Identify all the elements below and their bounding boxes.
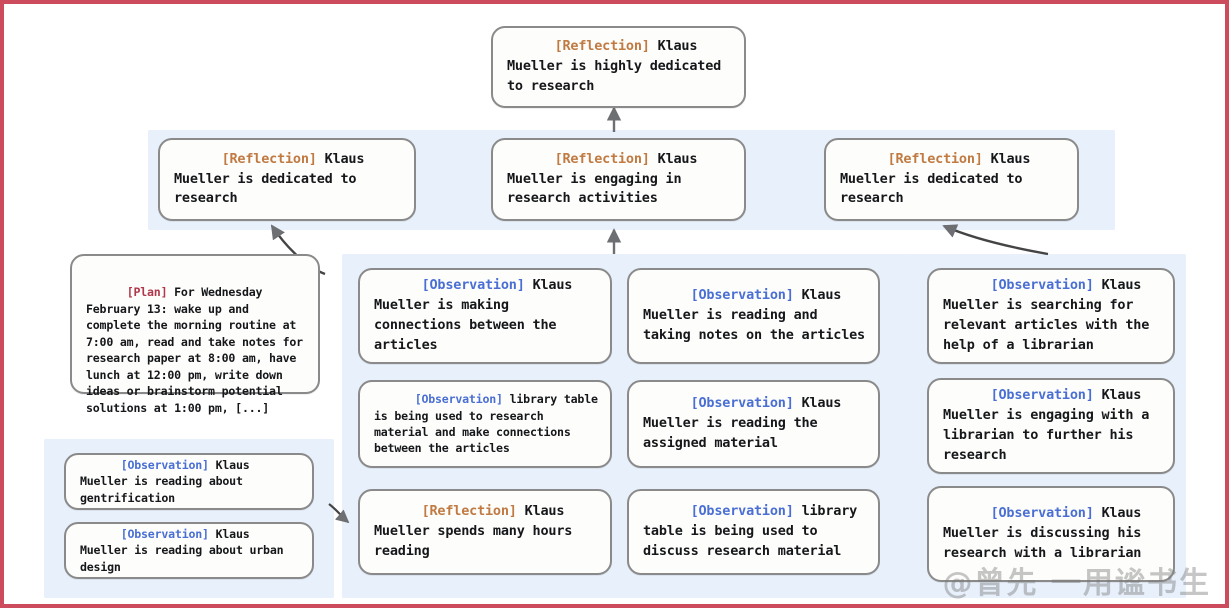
node-body: Klaus Mueller is dedicated to research xyxy=(174,150,373,207)
node-body: Klaus Mueller is reading the assigned ma… xyxy=(643,395,850,451)
node-col3-observation-1[interactable]: [Observation] Klaus Mueller is searching… xyxy=(927,268,1175,364)
node-col2-observation-1[interactable]: [Observation] Klaus Mueller is reading a… xyxy=(627,268,880,364)
node-body: For Wednesday February 13: wake up and c… xyxy=(86,285,310,415)
node-plan[interactable]: [Plan] For Wednesday February 13: wake u… xyxy=(70,254,320,415)
node-obs-bottomleft-2[interactable]: [Observation] Klaus Mueller is reading a… xyxy=(64,522,314,579)
node-text: [Observation] Klaus Mueller is making co… xyxy=(374,256,598,376)
tag-observation: [Observation] xyxy=(690,395,794,412)
node-body: Klaus Mueller is engaging with a librari… xyxy=(943,387,1158,463)
tag-reflection: [Reflection] xyxy=(421,503,517,520)
node-top-reflection[interactable]: [Reflection] Klaus Mueller is highly ded… xyxy=(491,26,746,108)
node-text: [Reflection] Klaus Mueller is highly ded… xyxy=(507,17,732,117)
node-text: [Reflection] Klaus Mueller is engaging i… xyxy=(507,130,732,230)
node-obs-bottomleft-1[interactable]: [Observation] Klaus Mueller is reading a… xyxy=(64,453,314,510)
tag-reflection: [Reflection] xyxy=(221,150,317,167)
node-body: Klaus Mueller is highly dedicated to res… xyxy=(507,38,729,94)
node-col3-observation-3[interactable]: [Observation] Klaus Mueller is discussin… xyxy=(927,486,1175,582)
watermark-text: @曾先 一用谧书生 xyxy=(942,566,1211,601)
node-body: Klaus Mueller is making connections betw… xyxy=(374,277,581,353)
node-text: [Observation] library table is being use… xyxy=(643,482,866,582)
node-text: [Observation] Klaus Mueller is reading a… xyxy=(80,440,300,522)
tag-observation: [Observation] xyxy=(120,526,209,541)
node-col1-observation-1[interactable]: [Observation] Klaus Mueller is making co… xyxy=(358,268,612,364)
tag-reflection: [Reflection] xyxy=(554,150,650,167)
tag-reflection: [Reflection] xyxy=(887,150,983,167)
node-text: [Observation] Klaus Mueller is reading t… xyxy=(643,374,866,474)
node-body: Klaus Mueller is reading about urban des… xyxy=(80,526,291,574)
tag-observation: [Observation] xyxy=(690,287,794,304)
node-reflection-left[interactable]: [Reflection] Klaus Mueller is dedicated … xyxy=(158,138,416,221)
node-text: [Reflection] Klaus Mueller spends many h… xyxy=(374,482,598,582)
tag-observation: [Observation] xyxy=(421,277,525,294)
node-text: [Plan] For Wednesday February 13: wake u… xyxy=(86,268,306,433)
node-body: Klaus Mueller is searching for relevant … xyxy=(943,277,1158,353)
node-col3-observation-2[interactable]: [Observation] Klaus Mueller is engaging … xyxy=(927,378,1175,474)
tag-observation: [Observation] xyxy=(690,503,794,520)
tag-observation: [Observation] xyxy=(990,277,1094,294)
node-text: [Reflection] Klaus Mueller is dedicated … xyxy=(840,130,1065,230)
node-body: Klaus Mueller is dedicated to research xyxy=(840,150,1039,207)
tag-observation: [Observation] xyxy=(120,457,209,472)
node-body: Klaus Mueller is discussing his research… xyxy=(943,505,1150,561)
node-col2-observation-3[interactable]: [Observation] library table is being use… xyxy=(627,489,880,575)
node-text: [Reflection] Klaus Mueller is dedicated … xyxy=(174,130,402,230)
node-body: Klaus Mueller spends many hours reading xyxy=(374,503,581,559)
node-text: [Observation] Klaus Mueller is reading a… xyxy=(643,266,866,366)
node-text: [Observation] Klaus Mueller is engaging … xyxy=(943,366,1161,486)
arrow-col3-to-right-reflection xyxy=(942,224,1049,256)
node-reflection-center[interactable]: [Reflection] Klaus Mueller is engaging i… xyxy=(491,138,746,221)
node-text: [Observation] Klaus Mueller is searching… xyxy=(943,256,1161,376)
tag-reflection: [Reflection] xyxy=(554,38,650,55)
node-reflection-right[interactable]: [Reflection] Klaus Mueller is dedicated … xyxy=(824,138,1079,221)
node-text: [Observation] library table is being use… xyxy=(374,375,598,474)
node-body: library table is being used to discuss r… xyxy=(643,503,865,559)
node-text: [Observation] Klaus Mueller is discussin… xyxy=(943,484,1161,584)
node-col1-reflection[interactable]: [Reflection] Klaus Mueller spends many h… xyxy=(358,489,612,575)
node-text: [Observation] Klaus Mueller is reading a… xyxy=(80,509,300,591)
node-body: Klaus Mueller is reading about gentrific… xyxy=(80,457,257,505)
tag-plan: [Plan] xyxy=(126,285,168,300)
tag-observation: [Observation] xyxy=(414,392,503,407)
tag-observation: [Observation] xyxy=(990,387,1094,404)
node-body: Klaus Mueller is engaging in research ac… xyxy=(507,150,706,207)
node-col2-observation-2[interactable]: [Observation] Klaus Mueller is reading t… xyxy=(627,380,880,468)
node-col1-observation-2[interactable]: [Observation] library table is being use… xyxy=(358,380,612,468)
tag-observation: [Observation] xyxy=(990,505,1094,522)
node-body: Klaus Mueller is reading and taking note… xyxy=(643,287,865,343)
node-body: library table is being used to research … xyxy=(374,392,605,456)
